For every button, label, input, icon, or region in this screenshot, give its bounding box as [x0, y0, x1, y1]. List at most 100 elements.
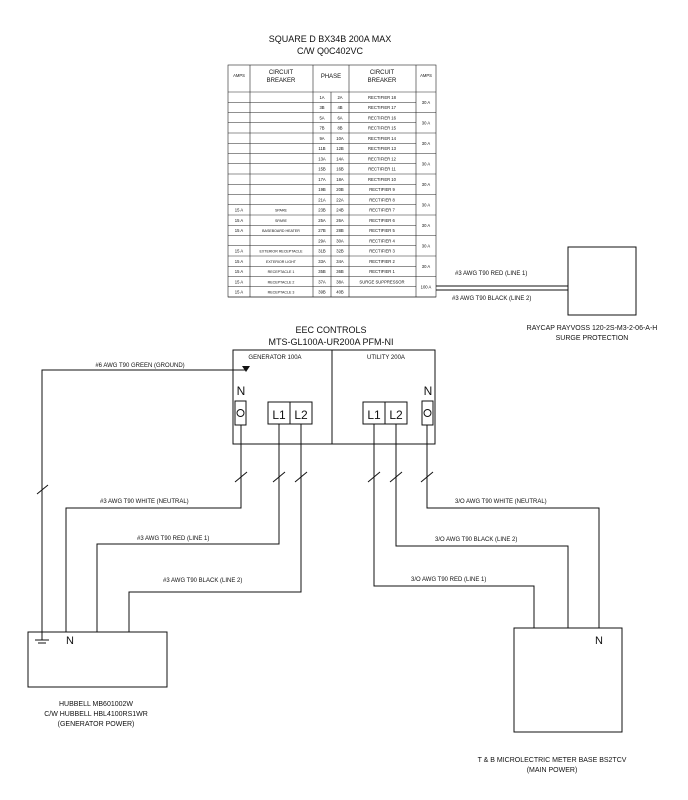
- ground-label: #6 AWG T90 GREEN (GROUND): [95, 363, 184, 369]
- header-breaker-left-1: CIRCUIT: [269, 70, 294, 76]
- surge-caption-2: SURGE PROTECTION: [556, 335, 629, 342]
- header-breaker-right-1: CIRCUIT: [370, 70, 395, 76]
- surge-line2-label: #3 AWG T90 BLACK (LINE 2): [452, 296, 531, 302]
- row-amps-left: 15 A: [235, 228, 244, 233]
- util-line1-label: 3/O AWG T90 RED (LINE 1): [411, 577, 486, 583]
- row-amps-right: 30 A: [422, 264, 431, 269]
- row-amps-right: 30 A: [422, 120, 431, 125]
- row-breaker-right: RECTIFIER 15: [368, 126, 397, 131]
- row-phase-left: 7B: [319, 126, 324, 131]
- row-phase-left: 35B: [318, 269, 326, 274]
- row-phase-left: 13A: [318, 156, 326, 161]
- row-phase-right: 4B: [337, 105, 342, 110]
- util-neutral-label: 3/O AWG T90 WHITE (NEUTRAL): [455, 499, 547, 505]
- meter-caption-1: T & B MICROLECTRIC METER BASE BS2TCV: [478, 757, 627, 764]
- util-l2-label: L2: [389, 408, 403, 422]
- row-breaker-right: RECTIFIER 5: [369, 228, 395, 233]
- util-line1-wire: [373, 424, 535, 628]
- row-phase-left: 25A: [318, 218, 326, 223]
- ground-arrow-icon: [242, 366, 250, 372]
- gen-neutral-screw-icon: [236, 409, 245, 417]
- eec-title: EEC CONTROLS: [295, 325, 366, 335]
- row-phase-right: 36B: [336, 269, 344, 274]
- row-amps-right: 30 A: [422, 161, 431, 166]
- surge-line1-label: #3 AWG T90 RED (LINE 1): [455, 271, 527, 277]
- row-phase-left: 17A: [318, 177, 326, 182]
- row-breaker-right: SURGE SUPPRESSOR: [359, 279, 404, 284]
- gen-neutral-wire: [65, 425, 242, 632]
- row-breaker-right: RECTIFIER 18: [368, 95, 397, 100]
- row-phase-right: 18A: [336, 177, 344, 182]
- meter-enclosure: [513, 627, 623, 733]
- row-amps-left: 15 A: [235, 218, 244, 223]
- transfer-switch-box: [232, 349, 436, 445]
- transfer-switch: EEC CONTROLS MTS-GL100A-UR200A PFM-NI GE…: [232, 325, 436, 445]
- row-amps-right: 30 A: [422, 100, 431, 105]
- row-phase-right: 30A: [336, 238, 344, 243]
- eec-model: MTS-GL100A-UR200A PFM-NI: [268, 337, 393, 347]
- util-l1-label: L1: [367, 408, 381, 422]
- row-amps-right: 30 A: [422, 223, 431, 228]
- header-breaker-left-2: BREAKER: [267, 78, 296, 84]
- util-line2-wire: [395, 424, 569, 628]
- row-phase-right: 32B: [336, 249, 344, 254]
- row-phase-left: 29A: [318, 238, 326, 243]
- row-breaker-right: RECTIFIER 7: [369, 208, 395, 213]
- row-phase-left: 27B: [318, 228, 326, 233]
- hubbell-caption-3: (GENERATOR POWER): [58, 721, 135, 728]
- wire-tick: [367, 471, 381, 483]
- row-amps-left: 15 A: [235, 269, 244, 274]
- row-amps-right: 30 A: [422, 141, 431, 146]
- row-phase-right: 20B: [336, 187, 344, 192]
- hubbell-box: N HUBBELL MB601002W C/W HUBBELL HBL4100R…: [27, 631, 168, 728]
- row-breaker-right: RECTIFIER 2: [369, 259, 395, 264]
- row-phase-right: 12B: [336, 146, 344, 151]
- meter-caption-2: (MAIN POWER): [527, 767, 578, 774]
- row-amps-right: 30 A: [422, 182, 431, 187]
- row-phase-left: 21A: [318, 197, 326, 202]
- row-breaker-right: RECTIFIER 3: [369, 249, 395, 254]
- row-phase-left: 5A: [319, 115, 324, 120]
- row-phase-left: 15B: [318, 167, 326, 172]
- row-phase-right: 8B: [337, 126, 342, 131]
- row-phase-left: 19B: [318, 187, 326, 192]
- gen-line1-wire: [96, 424, 280, 632]
- row-breaker-right: RECTIFIER 16: [368, 115, 397, 120]
- row-breaker-left: RECEPTACLE 3: [268, 291, 295, 295]
- meter-base: N T & B MICROLECTRIC METER BASE BS2TCV (…: [478, 627, 627, 774]
- row-breaker-right: RECTIFIER 6: [369, 218, 395, 223]
- util-neutral-screw-icon: [423, 409, 432, 417]
- generator-wires: #3 AWG T90 WHITE (NEUTRAL) #3 AWG T90 RE…: [65, 424, 308, 632]
- row-breaker-right: RECTIFIER 9: [369, 187, 395, 192]
- panel-title: SQUARE D BX34B 200A MAX: [269, 34, 392, 44]
- utility-wires: 3/O AWG T90 WHITE (NEUTRAL) 3/O AWG T90 …: [367, 424, 600, 628]
- gen-neutral-label: N: [237, 384, 246, 398]
- row-breaker-left: RECEPTACLE 1: [268, 270, 295, 274]
- utility-section-label: UTILITY 200A: [367, 355, 405, 361]
- row-phase-right: 14A: [336, 156, 344, 161]
- meter-neutral-label: N: [595, 635, 603, 647]
- row-phase-right: 10A: [336, 136, 344, 141]
- ground-tick: [36, 484, 49, 495]
- wire-tick: [272, 471, 286, 483]
- wire-tick: [389, 471, 403, 483]
- row-phase-right: 34A: [336, 259, 344, 264]
- row-breaker-right: RECTIFIER 8: [369, 197, 395, 202]
- header-phase: PHASE: [321, 74, 341, 80]
- row-breaker-left: EXTERIOR RECEPTACLE: [259, 250, 303, 254]
- row-amps-left: 15 A: [235, 290, 244, 295]
- row-phase-right: 24B: [336, 208, 344, 213]
- row-amps-left: 15 A: [235, 259, 244, 264]
- row-breaker-right: RECTIFIER 17: [368, 105, 397, 110]
- row-amps-left: 15 A: [235, 249, 244, 254]
- row-phase-right: 22A: [336, 197, 344, 202]
- row-phase-left: 3B: [319, 105, 324, 110]
- row-breaker-right: RECTIFIER 10: [368, 177, 397, 182]
- row-phase-right: 28B: [336, 228, 344, 233]
- gen-line2-label: #3 AWG T90 BLACK (LINE 2): [163, 578, 242, 584]
- hubbell-enclosure: [27, 631, 168, 688]
- gen-l1-label: L1: [272, 408, 286, 422]
- panel-table-border: [227, 64, 437, 298]
